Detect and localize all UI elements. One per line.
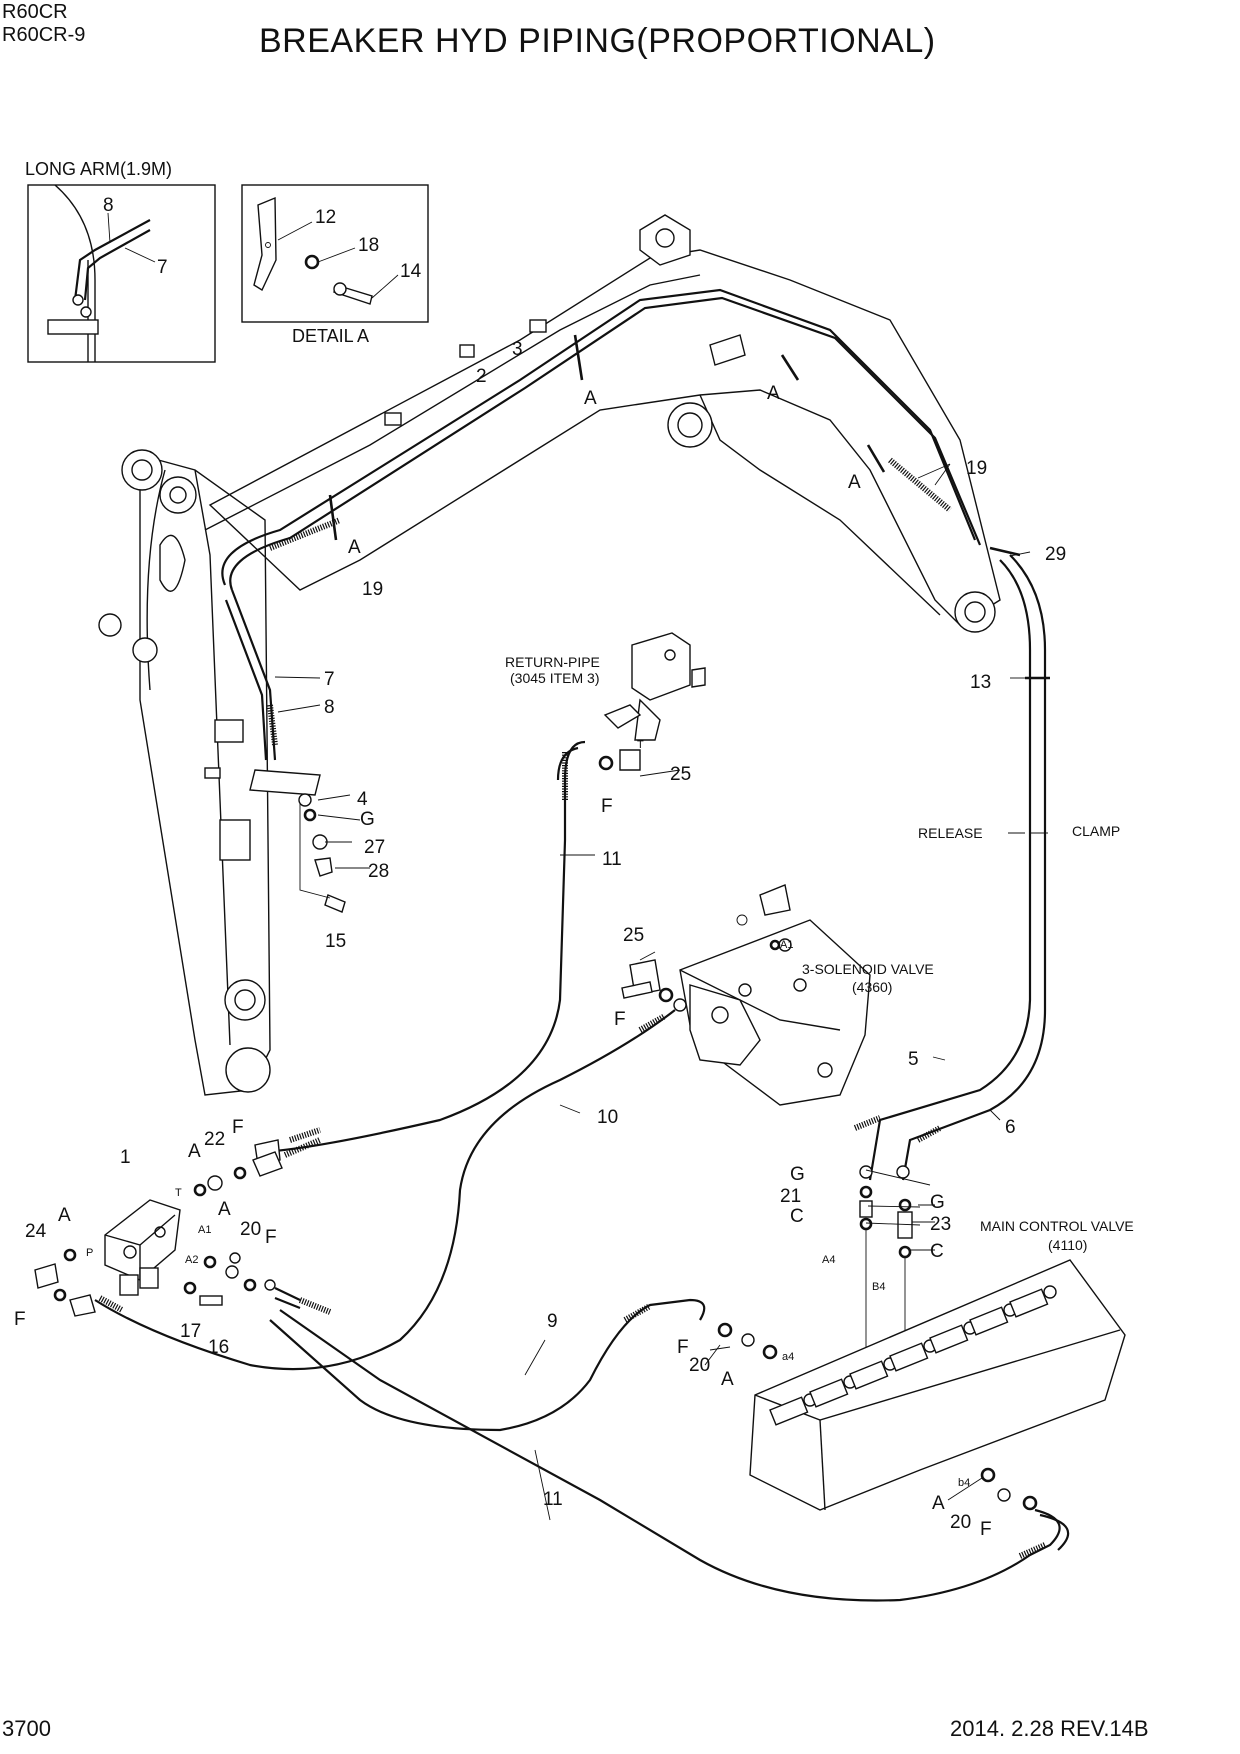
callout-28: 28 xyxy=(368,861,390,882)
callout-21: 21 xyxy=(780,1186,802,1207)
callout-24: 24 xyxy=(25,1221,47,1242)
port-t-block: T xyxy=(175,1187,182,1199)
callout-11-mid: 11 xyxy=(602,849,622,870)
callout-11-bottom: 11 xyxy=(543,1489,563,1510)
detail-a-caption: DETAIL A xyxy=(292,326,370,346)
callout-g-3: G xyxy=(930,1192,945,1213)
page-title: BREAKER HYD PIPING(PROPORTIONAL) xyxy=(259,22,936,60)
callout-8: 8 xyxy=(324,697,335,718)
callout-16: 16 xyxy=(208,1337,230,1358)
callout-5: 5 xyxy=(908,1049,919,1070)
page-number: 3700 xyxy=(2,1716,51,1741)
callout-25-mid: 25 xyxy=(623,925,645,946)
leader-lines xyxy=(274,463,1048,1521)
arm-piping-drawing xyxy=(224,589,346,913)
callout-19-top: 19 xyxy=(966,458,988,479)
callout-a-a4: A xyxy=(721,1369,734,1390)
callout-20-b4: 20 xyxy=(950,1512,972,1533)
return-pipe-ref: (3045 ITEM 3) xyxy=(510,670,600,686)
detail-a-inset-drawing xyxy=(241,184,429,323)
callout-27: 27 xyxy=(364,837,386,858)
callout-15: 15 xyxy=(325,931,347,952)
callout-10: 10 xyxy=(597,1107,619,1128)
port-a2-block: A2 xyxy=(185,1254,199,1266)
callout-a-v2: A xyxy=(58,1205,71,1226)
model-line-1: R60CR xyxy=(2,1,68,23)
callout-25-top: 25 xyxy=(670,764,692,785)
callout-12: 12 xyxy=(315,207,337,228)
callout-f-top: F xyxy=(601,796,613,817)
port-a1-solenoid: A1 xyxy=(780,939,794,951)
callout-a-boom-2: A xyxy=(767,383,780,404)
port-p-block: P xyxy=(86,1247,94,1259)
callout-29: 29 xyxy=(1045,544,1067,565)
callout-f-mid: F xyxy=(614,1009,626,1030)
callout-c-1: C xyxy=(790,1206,804,1227)
callout-a-boom-4: A xyxy=(348,537,361,558)
callout-f-b4: F xyxy=(980,1519,992,1540)
callout-a-v1: A xyxy=(188,1141,201,1162)
return-pipe-label: RETURN-PIPE xyxy=(505,654,600,670)
main-control-valve-ref: (4110) xyxy=(1048,1237,1088,1253)
callout-f-v3: F xyxy=(14,1309,26,1330)
port-b4: B4 xyxy=(872,1281,886,1293)
callout-14: 14 xyxy=(400,261,422,282)
callout-a-v3: A xyxy=(218,1199,231,1220)
long-arm-caption: LONG ARM(1.9M) xyxy=(25,159,173,179)
main-control-valve-label: MAIN CONTROL VALVE xyxy=(980,1218,1134,1234)
callout-8-inset: 8 xyxy=(103,195,114,216)
callout-g-2: G xyxy=(790,1164,805,1185)
callout-9: 9 xyxy=(547,1311,558,1332)
callout-19-left: 19 xyxy=(362,579,384,600)
callout-a-boom-3: A xyxy=(848,472,861,493)
callout-20-a4: 20 xyxy=(689,1355,711,1376)
solenoid-valve-drawing xyxy=(94,884,871,1371)
callout-7: 7 xyxy=(324,669,335,690)
port-b4-lower: b4 xyxy=(958,1477,971,1489)
callout-17: 17 xyxy=(180,1321,202,1342)
port-a1-block: A1 xyxy=(198,1224,212,1236)
callout-1: 1 xyxy=(120,1147,131,1168)
callout-23: 23 xyxy=(930,1214,952,1235)
callout-f-a4: F xyxy=(677,1337,689,1358)
port-t-label: T xyxy=(637,739,644,751)
callout-7-inset: 7 xyxy=(157,257,168,278)
callout-13: 13 xyxy=(970,672,992,693)
callout-a-boom-1: A xyxy=(584,388,597,409)
right-lines-drawing xyxy=(853,546,1050,1370)
port-block-drawing xyxy=(34,1137,332,1317)
date-revision: 2014. 2.28 REV.14B xyxy=(950,1716,1149,1741)
callout-3: 3 xyxy=(512,339,523,360)
main-control-valve-drawing xyxy=(269,1259,1126,1602)
release-label: RELEASE xyxy=(918,825,983,841)
solenoid-valve-ref: (4360) xyxy=(852,979,893,995)
callout-6: 6 xyxy=(1005,1117,1016,1138)
callout-2: 2 xyxy=(476,366,487,387)
return-pipe-fittings-drawing xyxy=(254,632,706,1166)
callout-c-2: C xyxy=(930,1241,944,1262)
solenoid-valve-label: 3-SOLENOID VALVE xyxy=(802,961,934,977)
callout-a-b4: A xyxy=(932,1493,945,1514)
callout-20-v: 20 xyxy=(240,1219,262,1240)
clamp-label: CLAMP xyxy=(1072,823,1121,839)
arm-structure-drawing xyxy=(98,214,1001,1096)
callout-18: 18 xyxy=(358,235,380,256)
callout-f-v1: F xyxy=(232,1117,244,1138)
port-a4: A4 xyxy=(822,1254,836,1266)
model-line-2: R60CR-9 xyxy=(2,24,86,46)
callout-22: 22 xyxy=(204,1129,226,1150)
callout-g-1: G xyxy=(360,809,375,830)
callout-4: 4 xyxy=(357,789,368,810)
callout-f-v2: F xyxy=(265,1227,277,1248)
port-a4-lower: a4 xyxy=(782,1351,795,1363)
long-arm-inset-drawing xyxy=(27,184,216,363)
